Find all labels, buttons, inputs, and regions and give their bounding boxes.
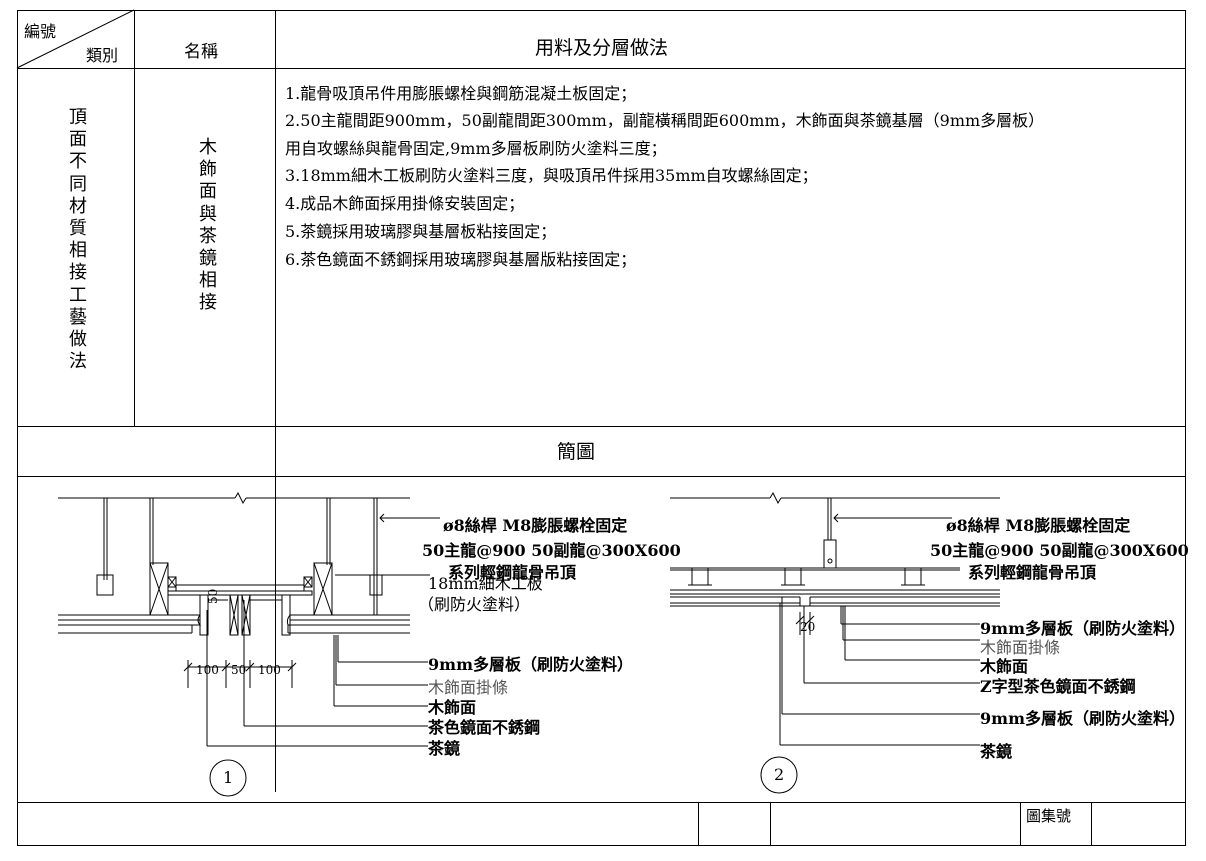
d2-hanger-label: 木飾面掛條: [980, 638, 1061, 657]
d2-zsteel-label: Z字型茶色鏡面不銹鋼: [980, 677, 1136, 696]
note-2-cont: 用自攻螺絲與龍骨固定,9mm多層板刷防火塗料三度；: [285, 139, 667, 158]
code-label: 編號: [24, 22, 57, 41]
d1-wood-label: 木飾面: [428, 698, 477, 717]
d1-hanger-label: 木飾面掛條: [428, 678, 509, 697]
category-label: 類別: [86, 46, 119, 65]
d1-rod-label: ø8絲桿 M8膨脹螺栓固定: [443, 516, 628, 535]
method-label: 用料及分層做法: [535, 37, 669, 59]
col-divider-1: [134, 10, 135, 427]
d1-dim-right: 100: [258, 663, 281, 677]
note-5: 5.茶鏡採用玻璃膠與基層板粘接固定；: [285, 222, 557, 241]
d1-steel-label: 茶色鏡面不銹鋼: [428, 718, 541, 737]
diagram-section-title: 簡圖: [557, 441, 596, 463]
d1-dim-left: 100: [196, 663, 219, 677]
border-right: [1185, 10, 1186, 846]
category-vertical-text: 頂面不同材質相接工藝做法: [69, 107, 87, 373]
atlas-label: 圖集號: [1026, 807, 1072, 825]
d1-board18-label: 18mm細木工板: [428, 574, 543, 593]
col-divider-2: [275, 10, 276, 792]
d1-fireproof-label: （刷防火塗料）: [418, 595, 531, 614]
header-divider: [17, 68, 1186, 69]
note-3: 3.18mm細木工板刷防火塗料三度，與吸頂吊件採用35mm自攻螺絲固定；: [285, 166, 818, 185]
d2-series-label: 系列輕鋼龍骨吊頂: [968, 563, 1097, 582]
d2-ply9a-label: 9mm多層板（刷防火塗料）: [980, 619, 1185, 638]
d2-wood-label: 木飾面: [980, 657, 1029, 676]
border-bottom: [17, 845, 1186, 846]
footer-divider-4: [1091, 802, 1092, 846]
note-4: 4.成品木飾面採用掛條安裝固定；: [285, 194, 525, 213]
border-left: [17, 10, 18, 846]
d2-rod-label: ø8絲桿 M8膨脹螺栓固定: [946, 516, 1131, 535]
name-label: 名稱: [184, 42, 218, 62]
d1-ply9-label: 9mm多層板（刷防火塗料）: [428, 655, 633, 674]
footer-divider-2: [770, 802, 771, 846]
d1-mirror-label: 茶鏡: [428, 739, 461, 758]
note-1: 1.龍骨吸頂吊件用膨脹螺栓與鋼筋混凝土板固定；: [285, 84, 637, 103]
footer-divider: [17, 802, 1186, 803]
d1-dim-middle: 50: [231, 663, 247, 677]
footer-divider-1: [698, 802, 699, 846]
border-top: [17, 10, 1186, 11]
d1-series-label: 系列輕鋼龍骨吊頂: [448, 563, 577, 582]
d2-ply9b-label: 9mm多層板（刷防火塗料）: [980, 709, 1185, 728]
d2-dim: 20: [800, 620, 816, 634]
diagram-title-divider: [17, 476, 1186, 477]
d2-mirror-label: 茶鏡: [980, 742, 1013, 761]
row-divider: [17, 426, 1186, 427]
d1-number: 1: [223, 768, 234, 787]
note-2: 2.50主龍間距900mm，50副龍間距300mm，副龍橫稱間距600mm，木飾…: [285, 111, 1045, 130]
note-6: 6.茶色鏡面不銹鋼採用玻璃膠與基層版粘接固定；: [285, 250, 637, 269]
footer-divider-3: [1020, 802, 1021, 846]
d1-keel-label: 50主龍@900 50副龍@300X600: [422, 541, 681, 560]
name-vertical-text: 木飾面與茶鏡相接: [199, 137, 217, 314]
d2-keel-label: 50主龍@900 50副龍@300X600: [930, 541, 1189, 560]
d2-number: 2: [774, 765, 785, 784]
